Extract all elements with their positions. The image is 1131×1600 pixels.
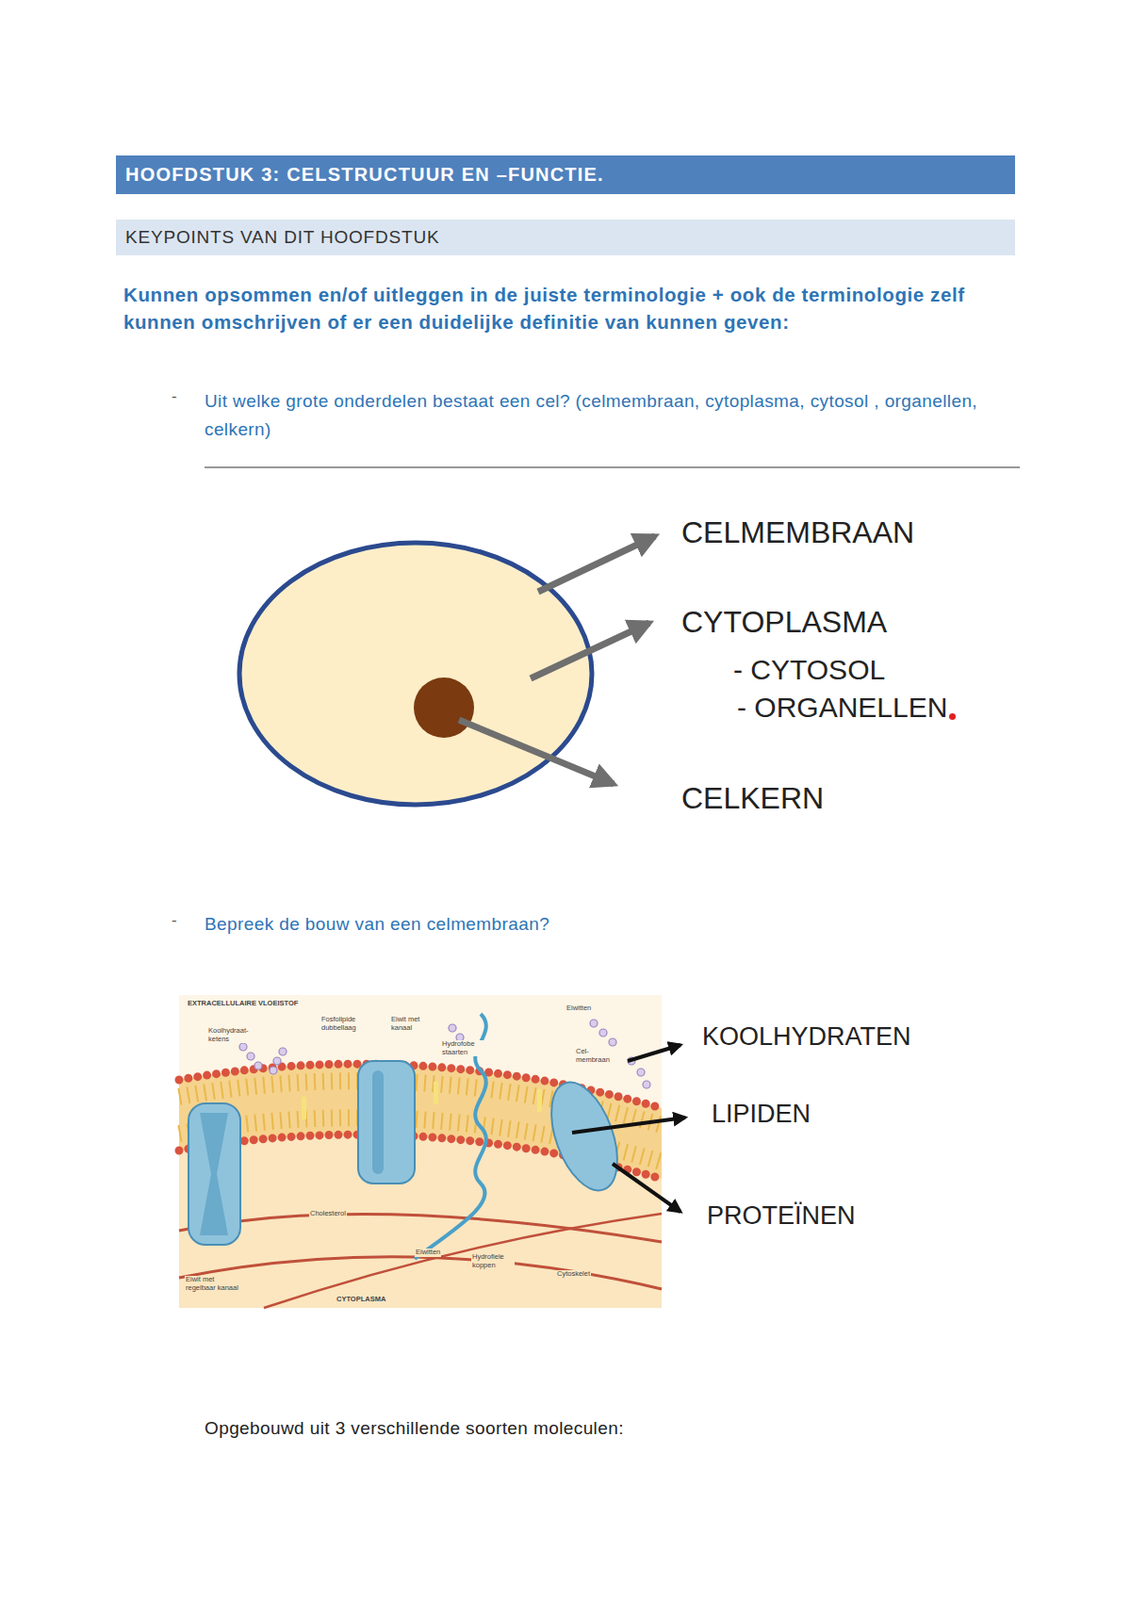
illustration-label: Cholesterol <box>309 1210 347 1219</box>
illustration-label: Fosfolipide dubbellaag <box>320 1016 372 1033</box>
bullet-text: Bepreek de bouw van een celmembraan? <box>204 910 987 939</box>
illustration-label: Eiwit met regelbaar kanaal <box>184 1276 242 1293</box>
band-text: KEYPOINTS VAN DIT HOOFDSTUK <box>125 227 1006 248</box>
leader-arrows <box>572 1045 686 1213</box>
illustration-label: Eiwit met kanaal <box>390 1016 430 1033</box>
part-label: CELKERN <box>681 781 824 817</box>
illustration-label: Eiwitten <box>565 1004 592 1014</box>
part-label: KOOLHYDRATEN <box>702 1022 912 1052</box>
chapter-title: HOOFDSTUK 3: CELSTRUCTUUR EN –FUNCTIE. <box>125 163 1006 186</box>
section-band: KEYPOINTS VAN DIT HOOFDSTUK <box>115 219 1016 256</box>
membrane-illustration <box>179 995 662 1309</box>
objective-text: Kunnen opsommen en/of uitleggen in de ju… <box>123 280 1019 336</box>
rule-line <box>204 466 1020 468</box>
part-label: CYTOPLASMA <box>681 605 887 640</box>
part-label: LIPIDEN <box>711 1099 811 1130</box>
illustration-label: Eiwitten <box>414 1248 442 1258</box>
bullet-dash: - <box>171 911 178 931</box>
part-label: PROTEÏNEN <box>706 1201 856 1231</box>
part-label: - CYTOSOL <box>733 654 886 688</box>
part-label: - ORGANELLEN <box>737 691 948 725</box>
bullet-text: Uit welke grote onderdelen bestaat een c… <box>204 387 987 444</box>
illustration-label: Cel-membraan <box>574 1048 613 1065</box>
bullet-dash: - <box>171 387 178 407</box>
illustration-label: EXTRACELLULAIRE VLOEISTOF <box>186 999 299 1009</box>
red-dot <box>949 713 956 721</box>
illustration-label: Koolhydraat-ketens <box>207 1027 253 1044</box>
cell-drawing <box>239 536 656 805</box>
part-label: CELMEMBRAAN <box>681 515 915 551</box>
illustration-label: Hydrofiele koppen <box>471 1253 515 1270</box>
illustration-label: Hydrofobe staarten <box>441 1040 485 1057</box>
title-band: HOOFDSTUK 3: CELSTRUCTUUR EN –FUNCTIE. <box>115 155 1016 195</box>
illustration-label: CYTOPLASMA <box>335 1295 387 1305</box>
illustration-label: Cytoskelet <box>556 1270 591 1279</box>
body-text: Opgebouwd uit 3 verschillende soorten mo… <box>204 1414 987 1443</box>
